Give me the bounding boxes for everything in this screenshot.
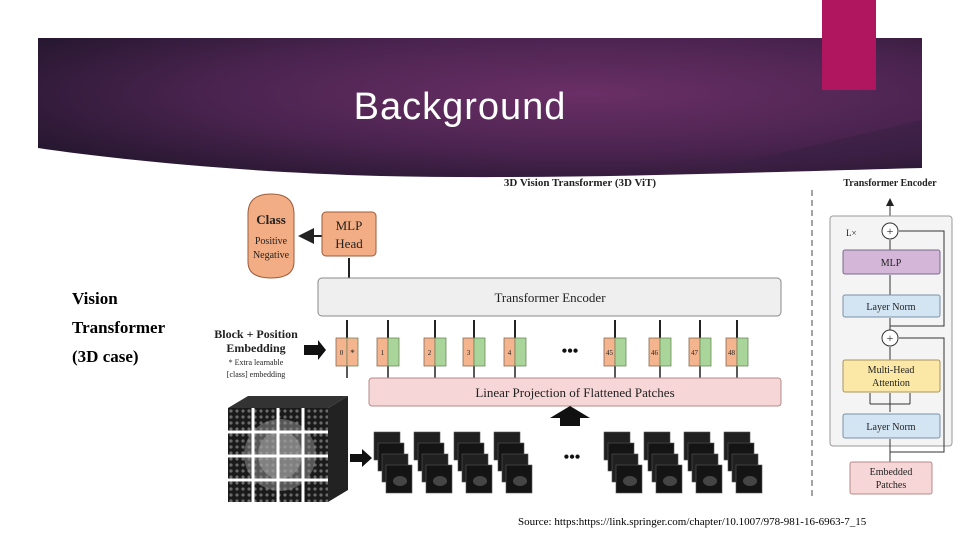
linear-projection-label: Linear Projection of Flattened Patches bbox=[475, 385, 674, 400]
projection-up-arrow bbox=[550, 406, 590, 426]
encoder-mlp-box bbox=[842, 249, 941, 275]
encoder-layernorm-top bbox=[842, 294, 941, 318]
mlp-head-line1: MLP bbox=[336, 218, 363, 233]
class-output-box: Class Positive Negative bbox=[247, 193, 295, 279]
embedding-token: 47 bbox=[688, 320, 712, 378]
side-caption-line: (3D case) bbox=[72, 347, 139, 366]
patch-stack bbox=[643, 431, 683, 494]
embedding-token: 2 bbox=[423, 320, 447, 378]
encoder-layernorm-bottom-label: Layer Norm bbox=[866, 422, 915, 433]
class-title: Class bbox=[256, 212, 286, 227]
mlp-head-box: MLP Head bbox=[321, 211, 377, 257]
encoder-attention-line2: Attention bbox=[872, 378, 910, 389]
side-caption-line: Transformer bbox=[72, 318, 166, 337]
embedding-note-line1: * Extra learnable bbox=[229, 358, 284, 367]
encoder-mlp-label: MLP bbox=[881, 258, 902, 269]
token-index: 2 bbox=[428, 349, 432, 357]
residual-add-top bbox=[881, 222, 899, 240]
encoder-attention-box bbox=[842, 359, 941, 393]
embedding-note-line2: [class] embedding bbox=[227, 370, 285, 379]
diagram-title: 3D Vision Transformer (3D ViT) bbox=[504, 177, 657, 189]
embedding-token: 48 bbox=[725, 320, 749, 378]
patch-stack bbox=[453, 431, 493, 494]
embedding-token: 3 bbox=[462, 320, 486, 378]
embedding-label-line1: Block + Position bbox=[214, 327, 298, 341]
encoder-layernorm-top-label: Layer Norm bbox=[866, 302, 915, 313]
title-banner bbox=[38, 38, 922, 178]
plus-bottom-label: + bbox=[887, 331, 894, 345]
transformer-encoder-label: Transformer Encoder bbox=[494, 290, 606, 305]
patches-ellipsis: ••• bbox=[564, 449, 581, 466]
embedding-token: 46 bbox=[648, 320, 672, 378]
token-index: 3 bbox=[467, 349, 471, 357]
encoder-embedded-patches-box bbox=[849, 461, 933, 495]
embedding-token: 1 bbox=[376, 320, 400, 378]
embedding-token: 45 bbox=[603, 320, 627, 378]
slide-title: Background bbox=[353, 86, 567, 128]
encoder-detail-title: Transformer Encoder bbox=[843, 178, 937, 189]
transformer-encoder-bar bbox=[317, 277, 782, 317]
patch-stack bbox=[493, 431, 533, 494]
linear-projection-bar bbox=[368, 377, 782, 407]
encoder-layernorm-bottom bbox=[842, 413, 941, 439]
residual-add-bottom bbox=[881, 329, 899, 347]
side-caption: Vision Transformer (3D case) bbox=[72, 284, 165, 371]
embedding-token: 0* bbox=[335, 320, 359, 378]
patch-stack bbox=[373, 431, 413, 494]
class-positive: Positive bbox=[255, 236, 288, 247]
encoder-attention-line1: Multi-Head bbox=[868, 365, 915, 376]
patch-stack bbox=[683, 431, 723, 494]
tokens-ellipsis: ••• bbox=[562, 343, 579, 360]
token-index: 0 bbox=[340, 349, 344, 357]
token-index: 4 bbox=[508, 349, 512, 357]
class-token-mark: * bbox=[350, 348, 355, 358]
token-index: 45 bbox=[606, 349, 614, 357]
token-index: 1 bbox=[381, 349, 385, 357]
patch-stack bbox=[603, 431, 643, 494]
token-index: 48 bbox=[728, 349, 736, 357]
side-caption-line: Vision bbox=[72, 289, 118, 308]
flattened-patches bbox=[373, 431, 763, 494]
plus-top-label: + bbox=[887, 224, 894, 238]
embedded-patches-line2: Patches bbox=[876, 480, 907, 491]
mri-volume-cube bbox=[228, 396, 348, 502]
patch-stack bbox=[413, 431, 453, 494]
embedded-patches-line1: Embedded bbox=[870, 467, 913, 478]
mlp-head-line2: Head bbox=[335, 236, 363, 251]
encoder-repeat-label: L× bbox=[846, 228, 857, 238]
patch-stack bbox=[723, 431, 763, 494]
volume-to-patches-arrow bbox=[350, 449, 372, 467]
embedding-label-line2: Embedding bbox=[226, 341, 285, 355]
embedding-token: 4 bbox=[503, 320, 527, 378]
source-citation: Source: https:https://link.springer.com/… bbox=[518, 516, 867, 528]
embedding-arrow bbox=[304, 340, 326, 360]
class-negative: Negative bbox=[253, 250, 290, 261]
token-index: 47 bbox=[691, 349, 699, 357]
accent-bar bbox=[822, 0, 876, 90]
token-index: 46 bbox=[651, 349, 659, 357]
